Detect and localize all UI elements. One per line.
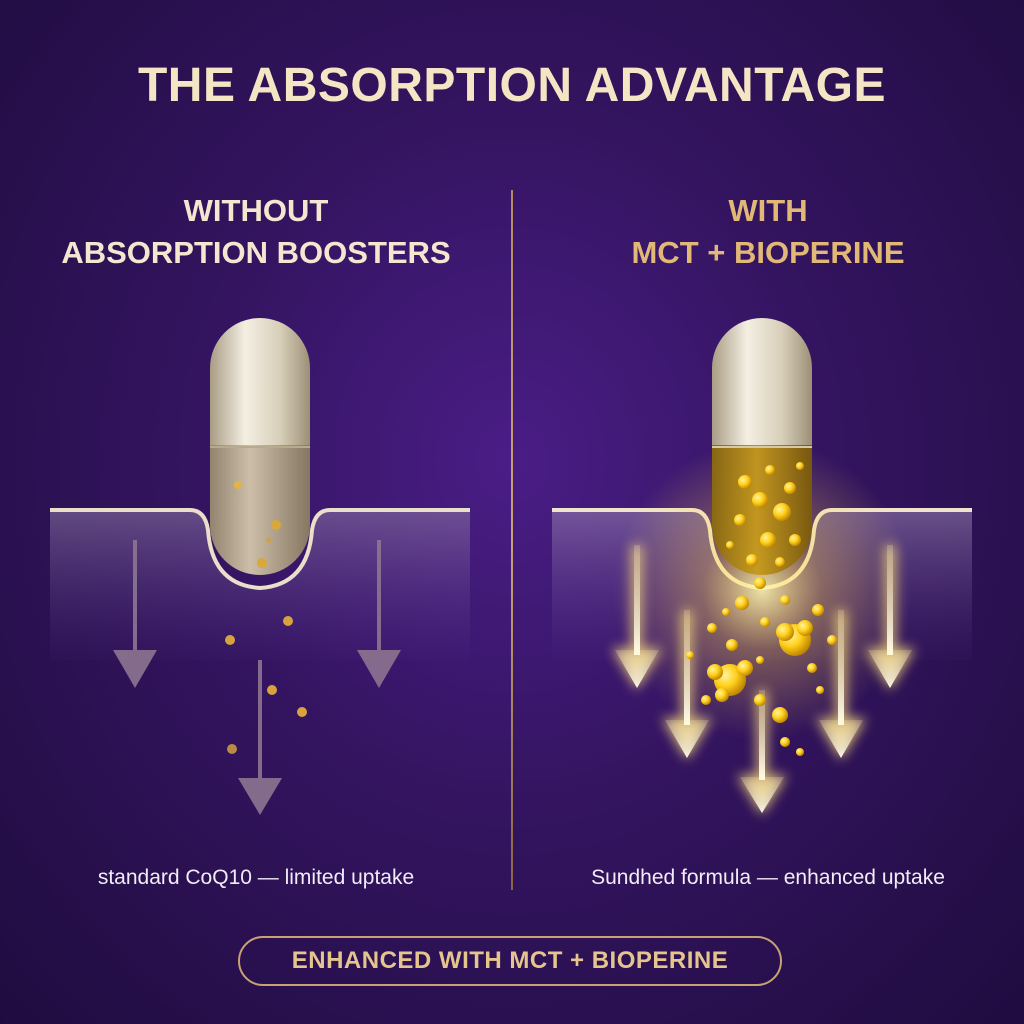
right-particles [686,577,837,756]
left-particles [225,616,307,754]
right-heading-line1: WITH [728,193,808,228]
right-caption: Sundhed formula — enhanced uptake [591,866,945,889]
left-heading-line2: ABSORPTION BOOSTERS [61,235,451,270]
left-heading: WITHOUT ABSORPTION BOOSTERS [0,190,512,274]
left-arrows [113,540,401,815]
left-heading-line1: WITHOUT [183,193,329,228]
left-caption: standard CoQ10 — limited uptake [97,866,415,889]
right-capsule [712,318,812,575]
right-arrows [612,545,915,815]
right-heading-line2: MCT + BIOPERINE [631,235,905,270]
main-title: THE ABSORPTION ADVANTAGE [137,59,886,112]
enhanced-badge: ENHANCED WITH MCT + BIOPERINE [238,936,782,986]
left-capsule [210,318,310,575]
center-divider [511,190,513,890]
right-heading: WITH MCT + BIOPERINE [512,190,1024,274]
left-tissue [50,508,470,660]
